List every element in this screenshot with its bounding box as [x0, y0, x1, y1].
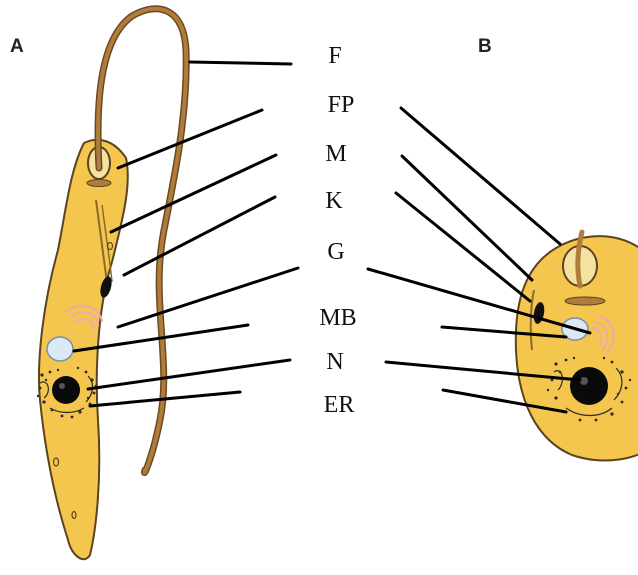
leader-g-a — [118, 268, 298, 327]
panel-label-b: B — [478, 36, 492, 58]
cell-a — [37, 9, 186, 559]
leader-k-b — [396, 193, 530, 301]
leader-f-a — [190, 62, 291, 64]
leader-m-a — [111, 155, 276, 232]
cell-a-microbody — [47, 337, 73, 361]
cell-b-nucleus — [570, 367, 608, 405]
label-f: F — [305, 44, 365, 68]
leader-fp-a — [118, 110, 262, 168]
cell-b-basal-body — [565, 297, 605, 305]
label-fp: FP — [311, 93, 371, 117]
cell-a-nucleus-highlight — [59, 383, 65, 389]
cell-b-nucleus-highlight — [580, 377, 588, 385]
leader-n-a — [88, 360, 290, 389]
panel-label-a: A — [10, 36, 24, 58]
leader-k-a — [124, 197, 275, 275]
label-er: ER — [309, 393, 369, 417]
cell-a-nucleus — [52, 376, 80, 404]
label-mb: MB — [308, 306, 368, 330]
label-k: K — [304, 189, 364, 213]
label-m: M — [306, 142, 366, 166]
label-n: N — [305, 350, 365, 374]
leader-m-b — [402, 156, 532, 280]
label-g: G — [306, 240, 366, 264]
cell-b — [516, 232, 638, 460]
cell-a-basal-body — [87, 180, 111, 187]
